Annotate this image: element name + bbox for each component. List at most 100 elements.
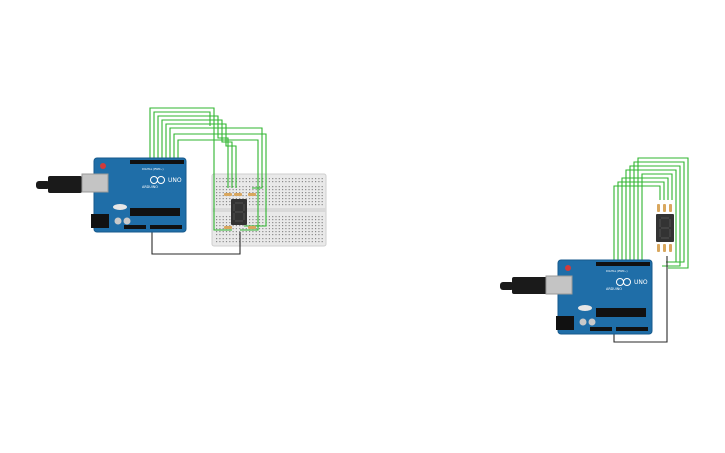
breadboard-hole[interactable] [245,228,247,230]
breadboard-hole[interactable] [232,195,234,197]
breadboard-hole[interactable] [272,198,274,200]
breadboard-hole[interactable] [252,192,254,194]
breadboard-hole[interactable] [255,216,257,218]
breadboard-hole[interactable] [225,219,228,221]
breadboard-hole[interactable] [278,222,280,224]
breadboard-hole[interactable] [242,231,244,233]
breadboard-hole[interactable] [301,192,303,194]
breadboard-hole[interactable] [258,234,261,236]
breadboard-hole[interactable] [278,234,280,236]
breadboard-hole[interactable] [222,231,224,233]
breadboard-hole[interactable] [305,234,307,236]
breadboard-hole[interactable] [255,241,257,243]
breadboard-hole[interactable] [291,178,294,180]
breadboard-hole[interactable] [258,178,261,180]
breadboard-hole[interactable] [318,189,320,191]
breadboard-hole[interactable] [285,216,287,218]
breadboard-hole[interactable] [288,231,290,233]
breadboard-hole[interactable] [219,216,221,218]
breadboard-hole[interactable] [291,186,294,188]
breadboard-hole[interactable] [295,178,297,180]
breadboard-hole[interactable] [278,178,280,180]
breadboard-hole[interactable] [298,195,300,197]
breadboard-hole[interactable] [268,198,270,200]
breadboard-hole[interactable] [291,228,294,230]
breadboard-hole[interactable] [321,204,323,206]
breadboard-hole[interactable] [295,231,297,233]
breadboard-hole[interactable] [225,198,228,200]
breadboard-hole[interactable] [291,216,294,218]
breadboard-hole[interactable] [235,234,237,236]
breadboard-hole[interactable] [252,186,254,188]
breadboard-hole[interactable] [291,198,294,200]
breadboard-hole[interactable] [298,178,300,180]
breadboard-hole[interactable] [268,189,270,191]
breadboard-hole[interactable] [265,238,267,240]
breadboard-hole[interactable] [235,231,237,233]
breadboard-hole[interactable] [229,238,231,240]
breadboard-hole[interactable] [268,178,270,180]
breadboard-hole[interactable] [255,238,257,240]
breadboard-hole[interactable] [295,238,297,240]
breadboard-hole[interactable] [222,181,224,183]
breadboard-hole[interactable] [311,228,313,230]
breadboard-hole[interactable] [262,228,264,230]
breadboard-hole[interactable] [308,178,310,180]
breadboard-hole[interactable] [301,231,303,233]
breadboard-hole[interactable] [252,198,254,200]
breadboard-hole[interactable] [275,195,277,197]
breadboard-hole[interactable] [219,198,221,200]
breadboard-hole[interactable] [288,222,290,224]
breadboard-hole[interactable] [242,228,244,230]
breadboard-hole[interactable] [291,222,294,224]
breadboard-hole[interactable] [321,219,323,221]
breadboard-hole[interactable] [295,192,297,194]
breadboard-hole[interactable] [265,234,267,236]
breadboard-hole[interactable] [321,198,323,200]
breadboard-hole[interactable] [229,219,231,221]
breadboard-hole[interactable] [305,195,307,197]
breadboard-hole[interactable] [282,186,284,188]
breadboard-hole[interactable] [252,241,254,243]
breadboard-hole[interactable] [288,219,290,221]
breadboard-hole[interactable] [318,216,320,218]
breadboard-hole[interactable] [301,189,303,191]
breadboard-hole[interactable] [321,225,323,227]
breadboard-hole[interactable] [295,225,297,227]
breadboard-hole[interactable] [249,231,251,233]
breadboard-hole[interactable] [272,186,274,188]
breadboard-hole[interactable] [308,225,310,227]
breadboard-hole[interactable] [301,195,303,197]
breadboard-hole[interactable] [222,216,224,218]
breadboard-hole[interactable] [321,222,323,224]
breadboard-hole[interactable] [225,241,228,243]
breadboard-hole[interactable] [318,186,320,188]
breadboard-hole[interactable] [249,219,251,221]
breadboard-hole[interactable] [305,238,307,240]
breadboard-hole[interactable] [295,181,297,183]
breadboard-hole[interactable] [278,225,280,227]
breadboard-hole[interactable] [249,186,251,188]
breadboard-hole[interactable] [315,195,317,197]
breadboard-hole[interactable] [298,198,300,200]
breadboard-hole[interactable] [295,234,297,236]
breadboard-hole[interactable] [268,204,270,206]
breadboard-hole[interactable] [282,189,284,191]
breadboard-hole[interactable] [288,181,290,183]
breadboard-hole[interactable] [318,178,320,180]
breadboard-hole[interactable] [301,186,303,188]
breadboard-hole[interactable] [288,216,290,218]
breadboard-hole[interactable] [288,192,290,194]
breadboard-hole[interactable] [272,228,274,230]
breadboard-hole[interactable] [295,198,297,200]
breadboard-hole[interactable] [219,222,221,224]
breadboard-hole[interactable] [242,241,244,243]
breadboard-hole[interactable] [308,228,310,230]
breadboard-hole[interactable] [275,178,277,180]
breadboard-hole[interactable] [242,178,244,180]
breadboard-hole[interactable] [275,204,277,206]
breadboard-hole[interactable] [275,181,277,183]
breadboard-hole[interactable] [278,204,280,206]
breadboard-hole[interactable] [311,231,313,233]
breadboard-hole[interactable] [321,189,323,191]
